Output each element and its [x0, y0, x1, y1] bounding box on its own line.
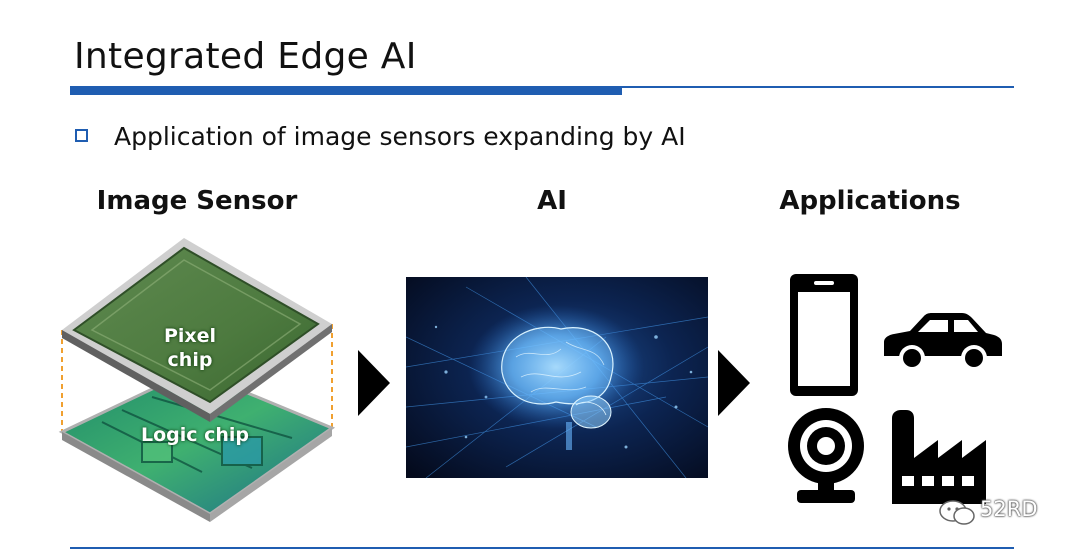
smartphone-icon	[790, 274, 858, 396]
arrow-right-icon	[718, 350, 750, 416]
heading-applications: Applications	[779, 186, 961, 216]
title-underline-thin	[622, 86, 1014, 88]
bottom-rule	[70, 547, 1014, 549]
pixel-chip-label-line1: Pixel	[163, 325, 217, 347]
bullet-text: Application of image sensors expanding b…	[114, 122, 686, 151]
pixel-chip-label-line2: chip	[167, 349, 213, 371]
arrow-right-icon	[358, 350, 390, 416]
slide-title: Integrated Edge AI	[74, 36, 417, 77]
car-icon	[884, 313, 1002, 371]
wechat-logo-icon	[939, 500, 975, 525]
heading-image-sensor: Image Sensor	[96, 186, 298, 216]
stacked-sensor-illustration	[58, 238, 336, 522]
pixel-chip	[62, 238, 332, 422]
title-underline-thick	[70, 86, 622, 95]
webcam-icon	[788, 408, 864, 503]
watermark-text: 52RD	[980, 497, 1038, 521]
factory-icon	[892, 410, 986, 504]
bullet-square-icon	[75, 129, 88, 142]
ai-brain-image	[406, 277, 708, 478]
logic-chip	[58, 368, 336, 522]
pixel-chip-label: Pixel chip	[130, 324, 250, 372]
heading-ai: AI	[537, 186, 567, 216]
logic-chip-label: Logic chip	[140, 424, 250, 446]
